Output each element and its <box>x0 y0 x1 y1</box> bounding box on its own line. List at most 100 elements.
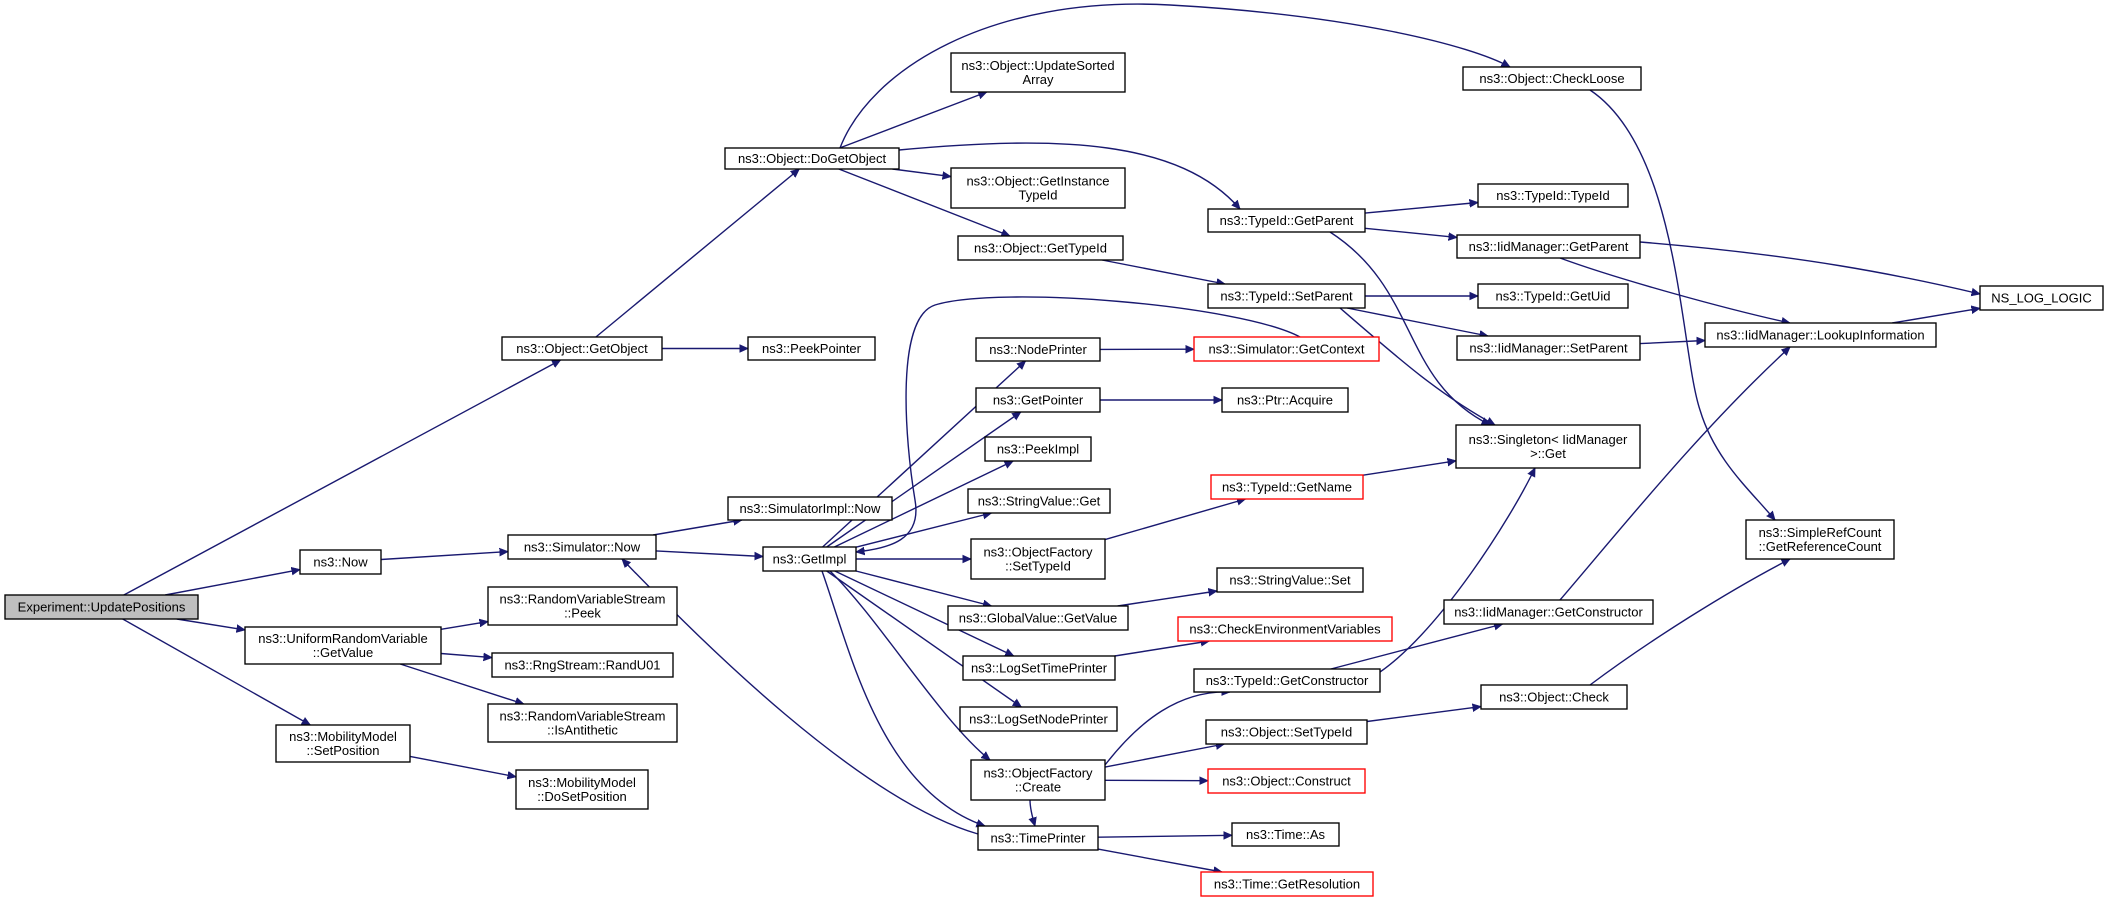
node-typeid-getconstructor[interactable]: ns3::TypeId::GetConstructor <box>1193 668 1381 693</box>
node-simplerefcount-getreferencecount[interactable]: ns3::SimpleRefCount::GetReferenceCount <box>1745 519 1895 560</box>
node-label: Array <box>1022 72 1054 87</box>
node-label: ns3::TimePrinter <box>991 831 1087 846</box>
edge-getimpl-to-getpointer <box>826 411 1021 548</box>
node-label: ns3::GlobalValue::GetValue <box>959 611 1118 626</box>
node-label: ns3::PeekImpl <box>997 442 1079 457</box>
node-box <box>1480 684 1628 710</box>
node-typeid-getuid[interactable]: ns3::TypeId::GetUid <box>1477 283 1629 309</box>
node-label: ns3::Object::GetObject <box>516 341 648 356</box>
node-label: ns3::PeekPointer <box>762 341 862 356</box>
node-typeid-typeid[interactable]: ns3::TypeId::TypeId <box>1477 183 1629 208</box>
node-ns-log-logic[interactable]: NS_LOG_LOGIC <box>1979 285 2104 311</box>
edge-getimpl-to-logsettimeprinter <box>834 570 1014 657</box>
node-box <box>487 586 678 626</box>
node-label: ns3::Singleton< IidManager <box>1469 432 1628 447</box>
node-box <box>1455 424 1641 469</box>
edges <box>122 3 1980 872</box>
edge-getimpl-to-globalvalue-getvalue <box>855 570 992 606</box>
edge-iidmanager-setparent-to-iidmanager-lookupinformation <box>1639 341 1705 344</box>
node-randomvariablestream-peek[interactable]: ns3::RandomVariableStream::Peek <box>487 586 678 626</box>
node-mobilitymodel-dosetposition[interactable]: ns3::MobilityModel::DoSetPosition <box>515 769 649 810</box>
node-box <box>1231 822 1340 847</box>
node-checkenvironmentvariables[interactable]: ns3::CheckEnvironmentVariables <box>1177 616 1393 642</box>
node-label: ns3::TypeId::SetParent <box>1220 289 1353 304</box>
node-simulator-getcontext[interactable]: ns3::Simulator::GetContext <box>1193 336 1380 362</box>
node-peekimpl[interactable]: ns3::PeekImpl <box>984 436 1092 462</box>
node-rngstream-randu01[interactable]: ns3::RngStream::RandU01 <box>491 652 674 678</box>
node-label: ns3::IidManager::SetParent <box>1469 341 1628 356</box>
node-label: ::Create <box>1015 780 1061 795</box>
node-uniformrandomvariable-getvalue[interactable]: ns3::UniformRandomVariable::GetValue <box>244 626 442 665</box>
edge-iidmanager-getparent-to-iidmanager-lookupinformation <box>1559 257 1790 323</box>
node-box <box>762 546 857 572</box>
node-label: ns3::SimulatorImpl::Now <box>740 501 881 516</box>
node-object-construct[interactable]: ns3::Object::Construct <box>1207 768 1366 794</box>
node-typeid-setparent[interactable]: ns3::TypeId::SetParent <box>1207 283 1366 309</box>
node-stringvalue-get[interactable]: ns3::StringValue::Get <box>967 488 1111 514</box>
node-ptr-acquire[interactable]: ns3::Ptr::Acquire <box>1221 387 1349 413</box>
node-typeid-getparent[interactable]: ns3::TypeId::GetParent <box>1207 208 1366 233</box>
node-box <box>507 534 657 560</box>
node-time-getresolution[interactable]: ns3::Time::GetResolution <box>1200 871 1374 897</box>
node-stringvalue-set[interactable]: ns3::StringValue::Set <box>1216 567 1364 593</box>
node-label: ::GetValue <box>313 645 373 660</box>
node-box <box>724 147 900 170</box>
node-label: ::Peek <box>564 606 601 621</box>
node-time-as[interactable]: ns3::Time::As <box>1231 822 1340 847</box>
node-iidmanager-setparent[interactable]: ns3::IidManager::SetParent <box>1456 335 1641 361</box>
node-box <box>1207 283 1366 309</box>
node-logsettimeprinter[interactable]: ns3::LogSetTimePrinter <box>962 655 1116 681</box>
node-singleton-iidmanager-get[interactable]: ns3::Singleton< IidManager >::Get <box>1455 424 1641 469</box>
edge-logsettimeprinter-to-checkenvironmentvariables <box>1114 641 1210 657</box>
node-box <box>275 724 411 763</box>
node-label: ns3::UniformRandomVariable <box>258 631 428 646</box>
node-object-settypeid[interactable]: ns3::Object::SetTypeId <box>1205 719 1368 745</box>
node-logsetnodeprinter[interactable]: ns3::LogSetNodePrinter <box>959 706 1118 732</box>
node-getpointer[interactable]: ns3::GetPointer <box>975 387 1101 413</box>
node-box <box>970 759 1106 801</box>
node-box <box>1207 208 1366 233</box>
edge-typeid-getname-to-singleton-iidmanager-get <box>1362 461 1456 476</box>
node-label: ns3::Simulator::Now <box>524 540 641 555</box>
node-label: ns3::ObjectFactory <box>983 545 1093 560</box>
node-label: ns3::IidManager::GetParent <box>1469 239 1629 254</box>
node-object-checkloose[interactable]: ns3::Object::CheckLoose <box>1462 66 1642 91</box>
node-now[interactable]: ns3::Now <box>299 549 382 575</box>
node-simulatorimpl-now[interactable]: ns3::SimulatorImpl::Now <box>727 496 893 521</box>
node-nodeprinter[interactable]: ns3::NodePrinter <box>975 337 1101 362</box>
node-iidmanager-getparent[interactable]: ns3::IidManager::GetParent <box>1456 234 1641 259</box>
node-box <box>967 488 1111 514</box>
edge-uniformrandomvariable-getvalue-to-rngstream-randu01 <box>440 654 492 658</box>
node-object-dogetobject[interactable]: ns3::Object::DoGetObject <box>724 147 900 170</box>
node-box <box>1443 599 1654 625</box>
node-label: ns3::Object::UpdateSorted <box>961 58 1114 73</box>
node-typeid-getname[interactable]: ns3::TypeId::GetName <box>1210 474 1364 500</box>
node-peekpointer[interactable]: ns3::PeekPointer <box>747 336 876 361</box>
nodes: Experiment::UpdatePositionsns3::Object::… <box>4 52 2104 897</box>
edge-objectfactory-settypeid-to-typeid-getname <box>1104 499 1246 541</box>
edge-object-gettypeid-to-typeid-setparent <box>1101 259 1225 284</box>
node-mobilitymodel-setposition[interactable]: ns3::MobilityModel::SetPosition <box>275 724 411 763</box>
node-objectfactory-create[interactable]: ns3::ObjectFactory::Create <box>970 759 1106 801</box>
node-iidmanager-getconstructor[interactable]: ns3::IidManager::GetConstructor <box>1443 599 1654 625</box>
node-globalvalue-getvalue[interactable]: ns3::GlobalValue::GetValue <box>947 605 1129 631</box>
node-label: ns3::Object::DoGetObject <box>738 151 887 166</box>
node-experiment-updatepositions[interactable]: Experiment::UpdatePositions <box>4 594 199 620</box>
node-iidmanager-lookupinformation[interactable]: ns3::IidManager::LookupInformation <box>1704 322 1937 348</box>
node-getimpl[interactable]: ns3::GetImpl <box>762 546 857 572</box>
node-object-gettypeid[interactable]: ns3::Object::GetTypeId <box>957 235 1124 261</box>
edge-object-checkloose-to-simplerefcount-getreferencecount <box>1589 89 1775 520</box>
node-objectfactory-settypeid[interactable]: ns3::ObjectFactory::SetTypeId <box>970 538 1106 580</box>
node-randomvariablestream-isantithetic[interactable]: ns3::RandomVariableStream::IsAntithetic <box>487 703 678 743</box>
node-label: ns3::RandomVariableStream <box>500 709 666 724</box>
node-simulator-now[interactable]: ns3::Simulator::Now <box>507 534 657 560</box>
node-object-check[interactable]: ns3::Object::Check <box>1480 684 1628 710</box>
node-timeprinter[interactable]: ns3::TimePrinter <box>977 825 1099 851</box>
node-label: ns3::ObjectFactory <box>983 766 1093 781</box>
node-object-getobject[interactable]: ns3::Object::GetObject <box>501 336 663 361</box>
node-box <box>487 703 678 743</box>
edge-getimpl-to-objectfactory-create <box>829 570 990 760</box>
